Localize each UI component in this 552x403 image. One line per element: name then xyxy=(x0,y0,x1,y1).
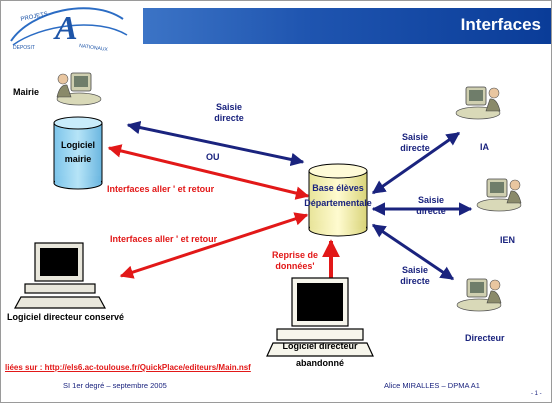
edge-label-mairie-line2: directe xyxy=(214,113,244,123)
node-ia: IA xyxy=(480,142,489,152)
node-ien: IEN xyxy=(500,235,516,245)
arrow-conserve-base xyxy=(119,212,309,279)
arrow-base-directeur xyxy=(371,223,455,281)
node-logiciel-conserve: Logiciel directeur conservé xyxy=(7,312,125,322)
node-mairie: Mairie xyxy=(13,87,40,97)
logo-text-2: DEPOSIT xyxy=(13,45,35,51)
abandonne-computer-icon xyxy=(266,277,374,357)
arrow-base-ia xyxy=(371,131,461,195)
edge-label-directeur-line2: directe xyxy=(400,276,430,286)
arrow-logiciel-mairie-base xyxy=(107,144,310,200)
node-base-eleves: Base élèves Départementale xyxy=(289,183,387,209)
edge-label-mairie-line1: Saisie xyxy=(215,102,243,112)
node-logiciel-mairie-line1: Logiciel xyxy=(60,140,95,150)
node-logiciel-abandonne: Logiciel directeur abandonné xyxy=(279,341,361,369)
edge-label-ien: Saisie directe xyxy=(401,195,461,217)
footer-link[interactable]: liées sur : http://els6.ac-toulouse.fr/Q… xyxy=(5,363,251,372)
edge-label-directeur: Saisie directe xyxy=(385,265,445,287)
slide-title: Interfaces xyxy=(460,15,541,34)
title-banner: Interfaces xyxy=(143,8,551,44)
footer-right: Alice MIRALLES – DPMA A1 xyxy=(384,381,480,390)
node-base-line1: Base élèves xyxy=(312,183,364,193)
directeur-user-computer-icon xyxy=(456,278,502,312)
edge-label-ien-line2: directe xyxy=(416,206,446,216)
logiciel-mairie-database-icon xyxy=(53,116,103,190)
edge-label-reprise-line1: Reprise de xyxy=(271,250,319,260)
ien-user-computer-icon xyxy=(476,178,522,212)
edge-label-ia-line2: directe xyxy=(400,143,430,153)
node-abandonne-line1: Logiciel directeur xyxy=(282,341,358,351)
edge-label-ia: Saisie directe xyxy=(385,132,445,154)
base-eleves-database-icon xyxy=(308,163,368,237)
projets-nationaux-logo: A PROJETS DEPOSIT NATIONAUX xyxy=(10,7,128,53)
logo-text-3: NATIONAUX xyxy=(79,43,109,53)
node-directeur: Directeur xyxy=(465,333,505,343)
edge-label-reprise-line2: données' xyxy=(275,261,315,271)
edge-label-ou: OU xyxy=(206,152,220,162)
node-base-line2: Départementale xyxy=(304,198,372,208)
edge-label-reprise: Reprise de données' xyxy=(261,250,329,272)
footer-left: SI 1er degré – septembre 2005 xyxy=(63,381,167,390)
page-number: - 1 - xyxy=(531,391,542,397)
logo-monogram: A xyxy=(53,10,78,47)
node-abandonne-line2: abandonné xyxy=(295,358,344,368)
conserve-computer-icon xyxy=(13,242,107,309)
node-logiciel-mairie: Logiciel mairie xyxy=(54,140,102,165)
edge-label-ia-line1: Saisie xyxy=(401,132,429,142)
edge-label-directeur-line1: Saisie xyxy=(401,265,429,275)
edge-label-interfaces-1: Interfaces aller ' et retour xyxy=(107,184,215,194)
ia-user-computer-icon xyxy=(455,86,501,120)
edge-label-interfaces-2: Interfaces aller ' et retour xyxy=(110,234,218,244)
node-logiciel-mairie-line2: mairie xyxy=(64,154,92,164)
edge-label-mairie: Saisie directe xyxy=(199,102,259,124)
mairie-user-computer-icon xyxy=(56,72,102,106)
logo-text-1: PROJETS xyxy=(20,11,48,23)
edge-label-ien-line1: Saisie xyxy=(417,195,445,205)
